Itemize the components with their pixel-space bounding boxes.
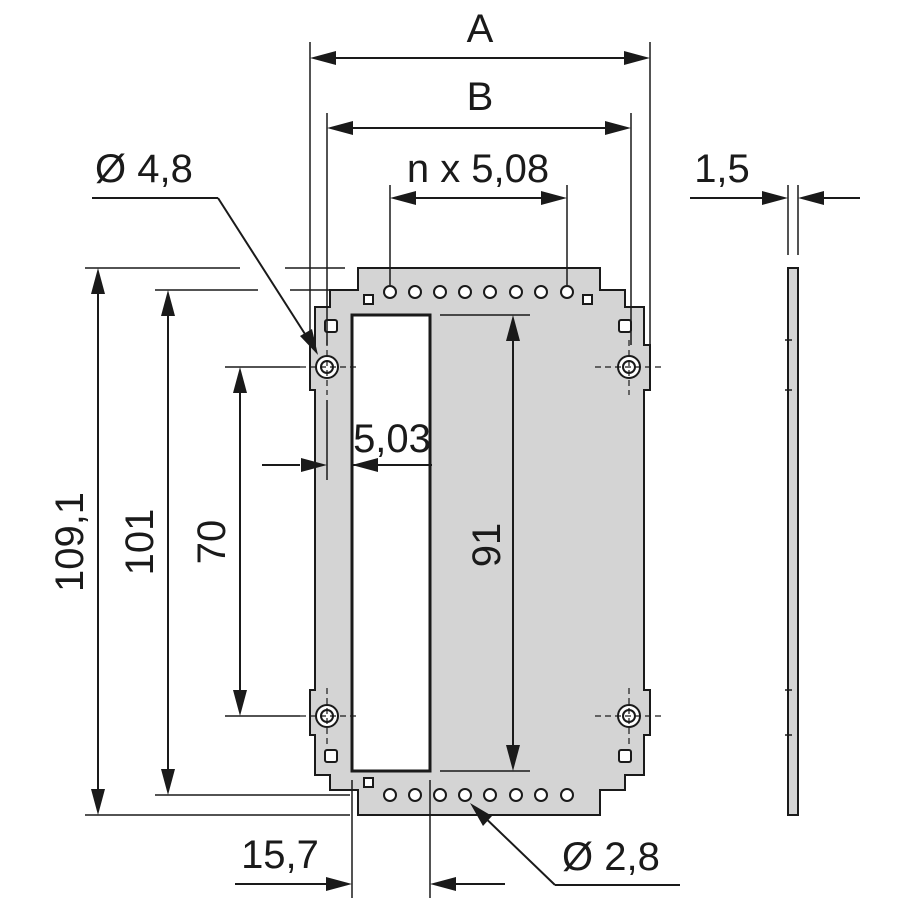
slot-length-label: 91 (465, 523, 509, 568)
top-hole-row (383, 285, 574, 299)
square-hole (618, 319, 632, 333)
center-lines (300, 340, 665, 745)
dimension-pitch: n x 5,08 (389, 147, 568, 285)
dimension-mount-spacing: 70 (190, 366, 300, 717)
square-hole (582, 294, 593, 305)
square-hole (363, 777, 374, 788)
dimension-slot-length: 91 (440, 314, 530, 772)
terminal-hole (458, 285, 472, 299)
small-hole-diameter-label: Ø 2,8 (562, 835, 660, 879)
slot-cutout (350, 313, 432, 773)
terminal-hole (408, 285, 422, 299)
mount-spacing-label: 70 (190, 520, 234, 565)
dimension-overall-height: 109,1 (48, 267, 350, 816)
plate-side-view (787, 267, 799, 816)
terminal-hole (534, 285, 548, 299)
dimension-slot-width: 15,7 (235, 780, 505, 898)
dimension-a: A (309, 7, 651, 345)
dimension-b: B (326, 75, 632, 345)
slot-width-label: 15,7 (241, 833, 319, 877)
square-hole (324, 749, 338, 763)
terminal-hole (483, 788, 497, 802)
leader-small-hole: Ø 2,8 (470, 803, 680, 886)
terminal-hole (383, 788, 397, 802)
terminal-hole (458, 788, 472, 802)
dimension-pitch-label: n x 5,08 (407, 147, 549, 191)
terminal-hole (433, 788, 447, 802)
overall-height-label: 109,1 (48, 492, 92, 592)
square-hole (618, 749, 632, 763)
terminal-hole (509, 285, 523, 299)
dimension-thickness: 1,5 (690, 147, 860, 255)
dimension-thickness-label: 1,5 (694, 147, 750, 191)
square-hole (324, 319, 338, 333)
height-101-label: 101 (118, 509, 162, 576)
dimension-b-label: B (467, 75, 494, 119)
dimension-height-101: 101 (118, 289, 350, 796)
bottom-hole-row (383, 788, 574, 802)
terminal-hole (560, 285, 574, 299)
terminal-hole (408, 788, 422, 802)
terminal-hole (383, 285, 397, 299)
leader-mount-hole: Ø 4,8 (92, 147, 318, 355)
terminal-hole (534, 788, 548, 802)
terminal-hole (483, 285, 497, 299)
terminal-hole (509, 788, 523, 802)
slot-offset-label: 5,03 (353, 417, 431, 461)
dimension-a-label: A (467, 7, 494, 51)
terminal-hole (560, 788, 574, 802)
square-hole (363, 294, 374, 305)
dimension-slot-offset: 5,03 (262, 400, 432, 480)
mount-hole-diameter-label: Ø 4,8 (95, 147, 193, 191)
terminal-hole (433, 285, 447, 299)
